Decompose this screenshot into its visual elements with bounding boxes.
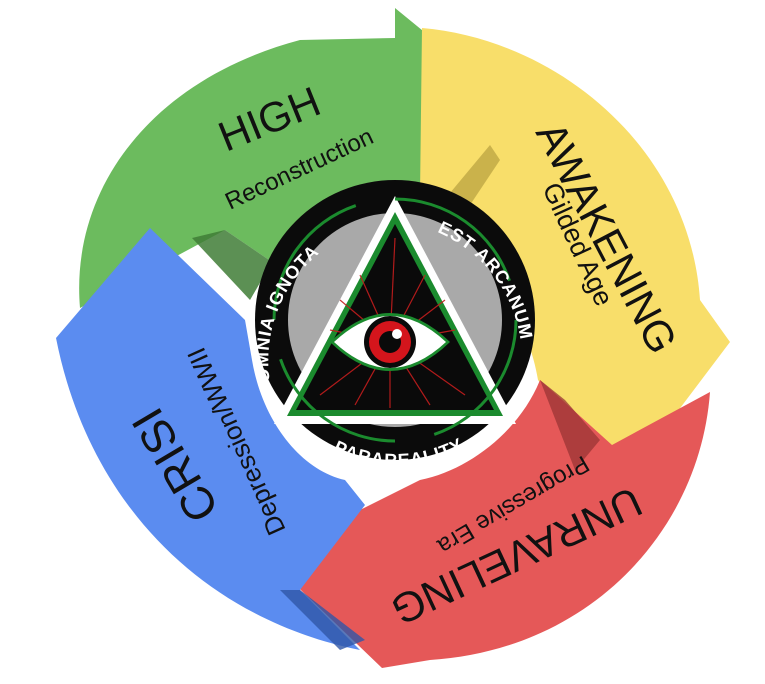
- segment-unraveling: [280, 380, 710, 668]
- segment-high-shadow: [192, 230, 272, 300]
- segment-unraveling-shape: [280, 380, 710, 668]
- center-badge: OMNIA IGNOTA EST ARCANUM PARAREALITY: [252, 180, 536, 470]
- segment-unraveling-shadow: [540, 380, 600, 470]
- eye-icon: [330, 313, 450, 371]
- segment-high: [79, 8, 505, 308]
- badge-green-ring: [272, 197, 518, 443]
- segment-crisis: [56, 228, 365, 650]
- segment-awakening-shape: [420, 28, 730, 470]
- segment-crisis-shadow: [280, 590, 365, 650]
- segment-high-shape: [79, 8, 505, 308]
- segment-crisis-shape: [56, 228, 365, 650]
